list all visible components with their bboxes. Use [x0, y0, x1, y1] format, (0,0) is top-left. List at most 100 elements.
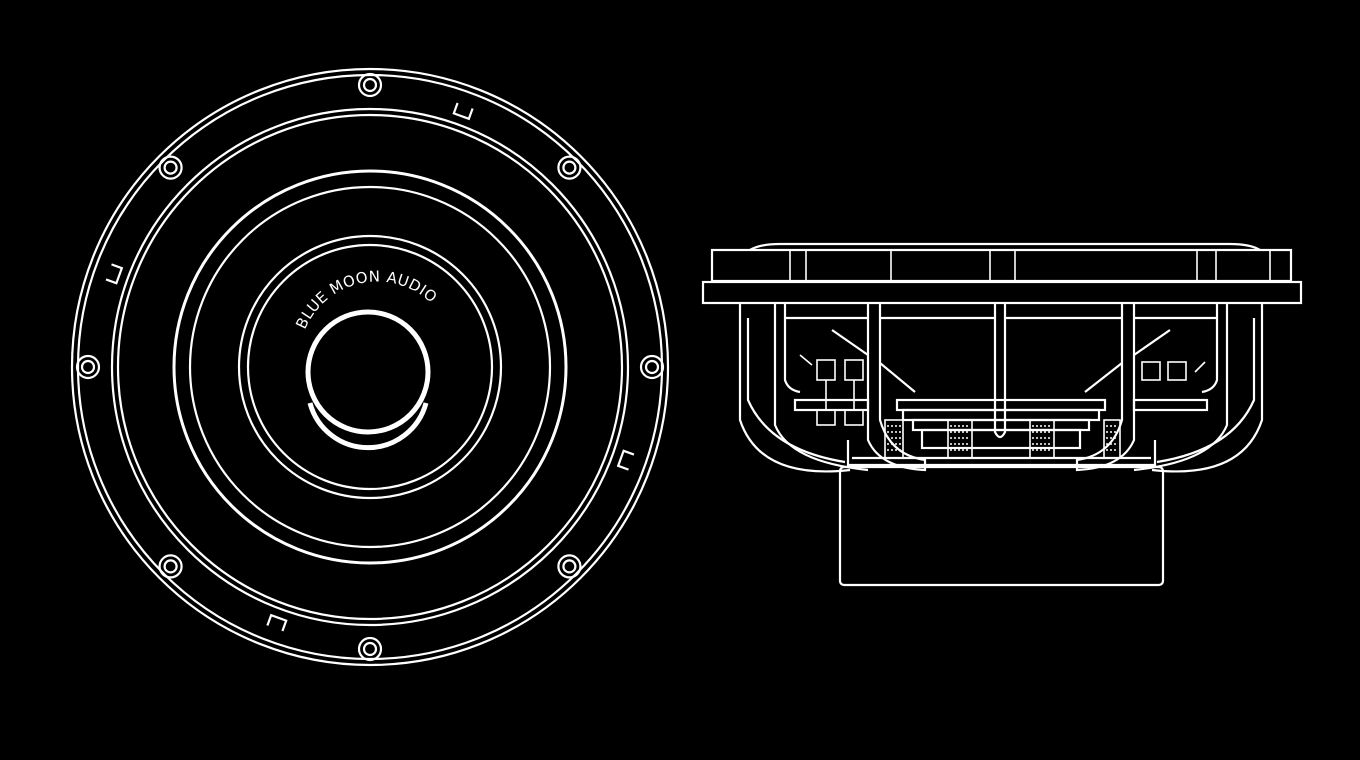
vent-dot: [1106, 443, 1108, 445]
frame-notch: [452, 102, 474, 121]
vent-dot: [1048, 443, 1050, 445]
vent-dot: [966, 437, 968, 439]
vent-dot: [950, 425, 952, 427]
vent-dot: [1044, 425, 1046, 427]
frame-notch: [616, 449, 635, 471]
mounting-hole: [557, 155, 582, 180]
vent-dot: [895, 443, 897, 445]
logo-moon-circle: [305, 309, 431, 435]
vent-dot: [887, 449, 889, 451]
mounting-hole: [163, 160, 178, 175]
mounting-hole: [357, 636, 383, 662]
vent-dot: [895, 437, 897, 439]
vent-dot: [1114, 449, 1116, 451]
mounting-hole: [163, 559, 178, 574]
vent-dot: [962, 449, 964, 451]
vent-dot: [962, 425, 964, 427]
mounting-hole: [158, 155, 183, 180]
vent-dot: [891, 449, 893, 451]
vent-dot: [950, 437, 952, 439]
vent-dot: [958, 425, 960, 427]
cone-ring-inner: [246, 243, 494, 491]
vent-dot: [899, 431, 901, 433]
vent-dot: [1036, 437, 1038, 439]
vent-dot: [1114, 425, 1116, 427]
vent-dot: [1036, 443, 1038, 445]
mounting-hole: [562, 559, 577, 574]
vent-dot: [1110, 425, 1112, 427]
vent-dot: [899, 437, 901, 439]
mounting-hole: [357, 72, 383, 98]
mounting-hole: [644, 359, 660, 375]
vent-dot: [966, 443, 968, 445]
vent-dot: [1040, 431, 1042, 433]
vent-dot: [1044, 449, 1046, 451]
logo-text: BLUE MOON AUDIO: [292, 267, 441, 331]
mounting-hole: [80, 359, 96, 375]
vent-dot: [1044, 437, 1046, 439]
vent-dot: [1040, 449, 1042, 451]
mounting-hole: [557, 554, 582, 579]
vent-dot: [1106, 437, 1108, 439]
vent-dot: [1044, 443, 1046, 445]
vent-dot: [1110, 437, 1112, 439]
logo-crescent: [307, 402, 429, 451]
vent-grilles: [884, 419, 1121, 459]
vent-dot: [895, 425, 897, 427]
side-view: [701, 242, 1303, 587]
vent-dot: [1114, 437, 1116, 439]
vent-dot: [954, 449, 956, 451]
vent-dot: [887, 443, 889, 445]
vent-dot: [899, 449, 901, 451]
vent-dot: [1110, 449, 1112, 451]
top-lip: [749, 242, 1261, 251]
terminals: [799, 354, 1206, 426]
vent-dot: [962, 437, 964, 439]
mounting-hole: [158, 554, 183, 579]
vent-dot: [1036, 431, 1038, 433]
vent-dot: [1036, 449, 1038, 451]
vent-dot: [887, 431, 889, 433]
vent-dot: [1044, 431, 1046, 433]
mounting-hole: [75, 354, 101, 380]
vent-dot: [1110, 431, 1112, 433]
vent-dot: [950, 443, 952, 445]
vent-dot: [954, 425, 956, 427]
vent-dot: [891, 437, 893, 439]
vent-dot: [962, 443, 964, 445]
vent-dot: [958, 443, 960, 445]
frame-ring: [110, 107, 630, 627]
mounting-hole: [362, 641, 378, 657]
vent-dot: [954, 437, 956, 439]
cone-ring: [237, 234, 503, 500]
frame-notch: [266, 613, 288, 632]
vent-dot: [962, 431, 964, 433]
vent-dot: [1032, 425, 1034, 427]
motor-plate: [846, 440, 1157, 467]
surround-outer: [172, 169, 568, 565]
vent-dot: [887, 437, 889, 439]
frame-notches: [105, 102, 635, 632]
mounting-holes: [75, 72, 665, 662]
vent-dot: [1114, 431, 1116, 433]
vent-dot: [966, 431, 968, 433]
vent-dot: [1048, 431, 1050, 433]
vent-dot: [966, 425, 968, 427]
mounting-hole: [639, 354, 665, 380]
vent-dot: [1106, 425, 1108, 427]
vent-dot: [958, 437, 960, 439]
vent-dot: [895, 449, 897, 451]
mounting-hole: [562, 160, 577, 175]
vent-dot: [950, 431, 952, 433]
front-view: BLUE MOON AUDIO: [70, 67, 670, 667]
vent-dot: [891, 443, 893, 445]
vent-dot: [954, 443, 956, 445]
vent-dot: [895, 431, 897, 433]
top-frame: [710, 248, 1293, 283]
basket-arms: [738, 303, 1264, 473]
vent-dot: [1032, 431, 1034, 433]
vent-dot: [887, 425, 889, 427]
vent-dot: [1106, 431, 1108, 433]
vent-dot: [1040, 437, 1042, 439]
vent-dot: [1048, 449, 1050, 451]
